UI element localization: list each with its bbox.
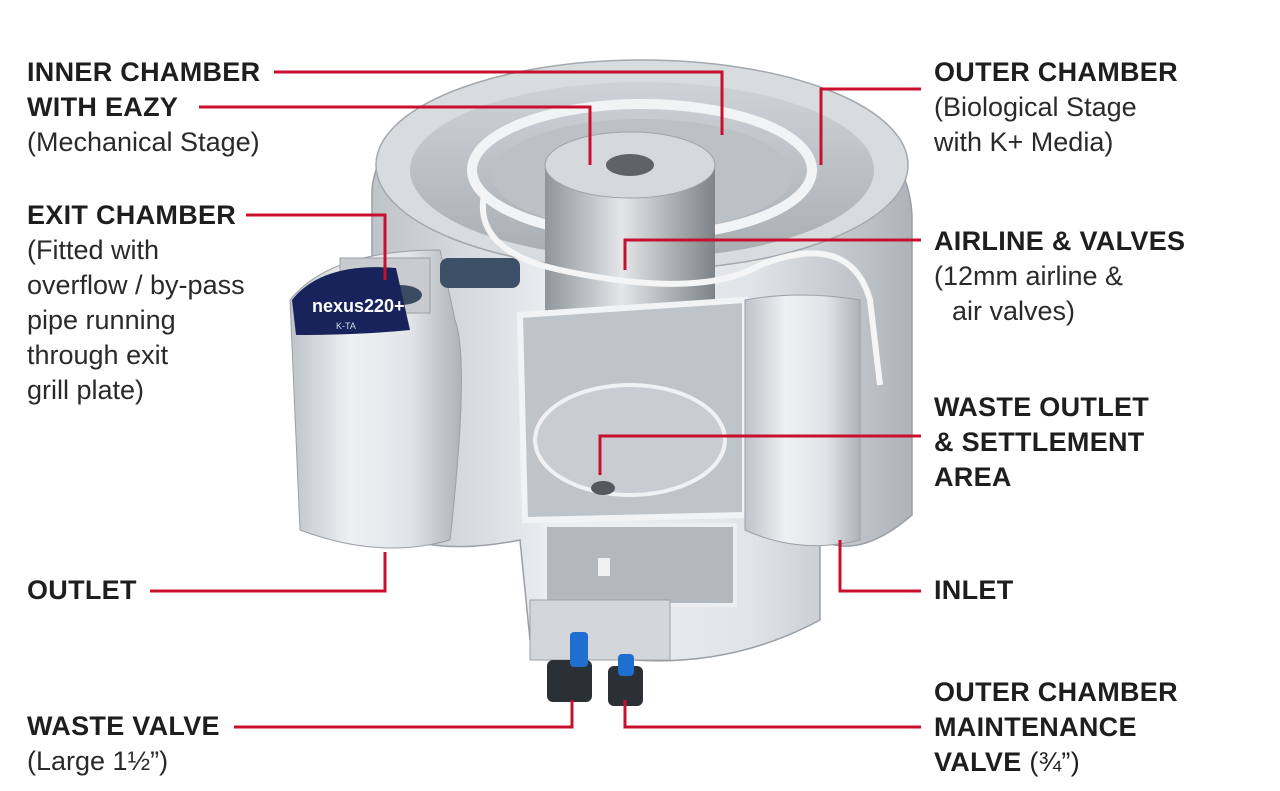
leader-inner-chamber-2 (199, 105, 592, 165)
airline-sub-2: air valves) (952, 296, 1076, 326)
maintenance-valve-title-2: MAINTENANCE (934, 712, 1137, 742)
airline-title: AIRLINE & VALVES (934, 226, 1186, 256)
leader-outlet (150, 552, 387, 593)
cutaway-window (516, 296, 748, 607)
outer-chamber-title: OUTER CHAMBER (934, 57, 1178, 87)
waste-outlet-title-3: AREA (934, 462, 1012, 492)
inner-chamber-title-1: INNER CHAMBER (27, 57, 261, 87)
leader-inlet (838, 540, 921, 593)
inlet-title: INLET (934, 575, 1014, 605)
label-exit-chamber: EXIT CHAMBER (Fitted with overflow / by-… (27, 198, 245, 408)
waste-outlet-title-2: & SETTLEMENT (934, 427, 1145, 457)
outer-chamber-sub-2: with K+ Media) (934, 127, 1114, 157)
leader-outer-chamber (819, 87, 921, 165)
waste-outlet-title-1: WASTE OUTLET (934, 392, 1150, 422)
maintenance-valve-line-3: VALVE (¾”) (934, 745, 1178, 780)
right-post (744, 294, 861, 547)
label-maintenance-valve: OUTER CHAMBER MAINTENANCE VALVE (¾”) (934, 675, 1178, 780)
leader-waste-outlet (598, 434, 921, 475)
badge-text: K-TA (336, 321, 356, 331)
exit-chamber-sub-4: through exit (27, 340, 169, 370)
leader-maintenance-valve (623, 700, 921, 729)
inner-chamber-title-2: WITH EAZY (27, 92, 179, 122)
exit-chamber-sub-3: pipe running (27, 305, 176, 335)
label-inlet: INLET (934, 573, 1014, 608)
leader-exit-chamber (246, 213, 387, 280)
outer-chamber-sub-1: (Biological Stage (934, 92, 1137, 122)
valve-assembly (529, 599, 671, 706)
outlet-title: OUTLET (27, 575, 137, 605)
exit-chamber-sub-1: (Fitted with (27, 235, 160, 265)
leader-inner-chamber-1 (274, 70, 724, 135)
exit-chamber-sub-5: grill plate) (27, 375, 145, 405)
brand-panel: nexus220+ K-TA (292, 267, 410, 335)
label-waste-outlet: WASTE OUTLET & SETTLEMENT AREA (934, 390, 1149, 495)
waste-valve-sub: (Large 1½”) (27, 746, 169, 776)
leader-airline (623, 238, 921, 270)
leader-waste-valve (234, 700, 574, 729)
inner-chamber-sub: (Mechanical Stage) (27, 127, 260, 157)
airline-tube (479, 189, 883, 386)
maintenance-valve-title-3: VALVE (934, 747, 1022, 777)
maintenance-valve-title-1: OUTER CHAMBER (934, 677, 1178, 707)
label-outer-chamber: OUTER CHAMBER (Biological Stage with K+ … (934, 55, 1178, 160)
label-inner-chamber: INNER CHAMBER WITH EAZY (Mechanical Stag… (27, 55, 260, 160)
exit-chamber-title: EXIT CHAMBER (27, 200, 237, 230)
maintenance-valve-sub: (¾”) (1029, 747, 1081, 777)
label-waste-valve: WASTE VALVE (Large 1½”) (27, 709, 220, 779)
label-airline: AIRLINE & VALVES (12mm airline & air val… (934, 224, 1185, 329)
airline-sub-1: (12mm airline & (934, 261, 1124, 291)
label-outlet: OUTLET (27, 573, 137, 608)
exit-chamber-sub-2: overflow / by-pass (27, 270, 245, 300)
waste-valve-title: WASTE VALVE (27, 711, 220, 741)
brand-text: nexus220+ (312, 296, 405, 316)
